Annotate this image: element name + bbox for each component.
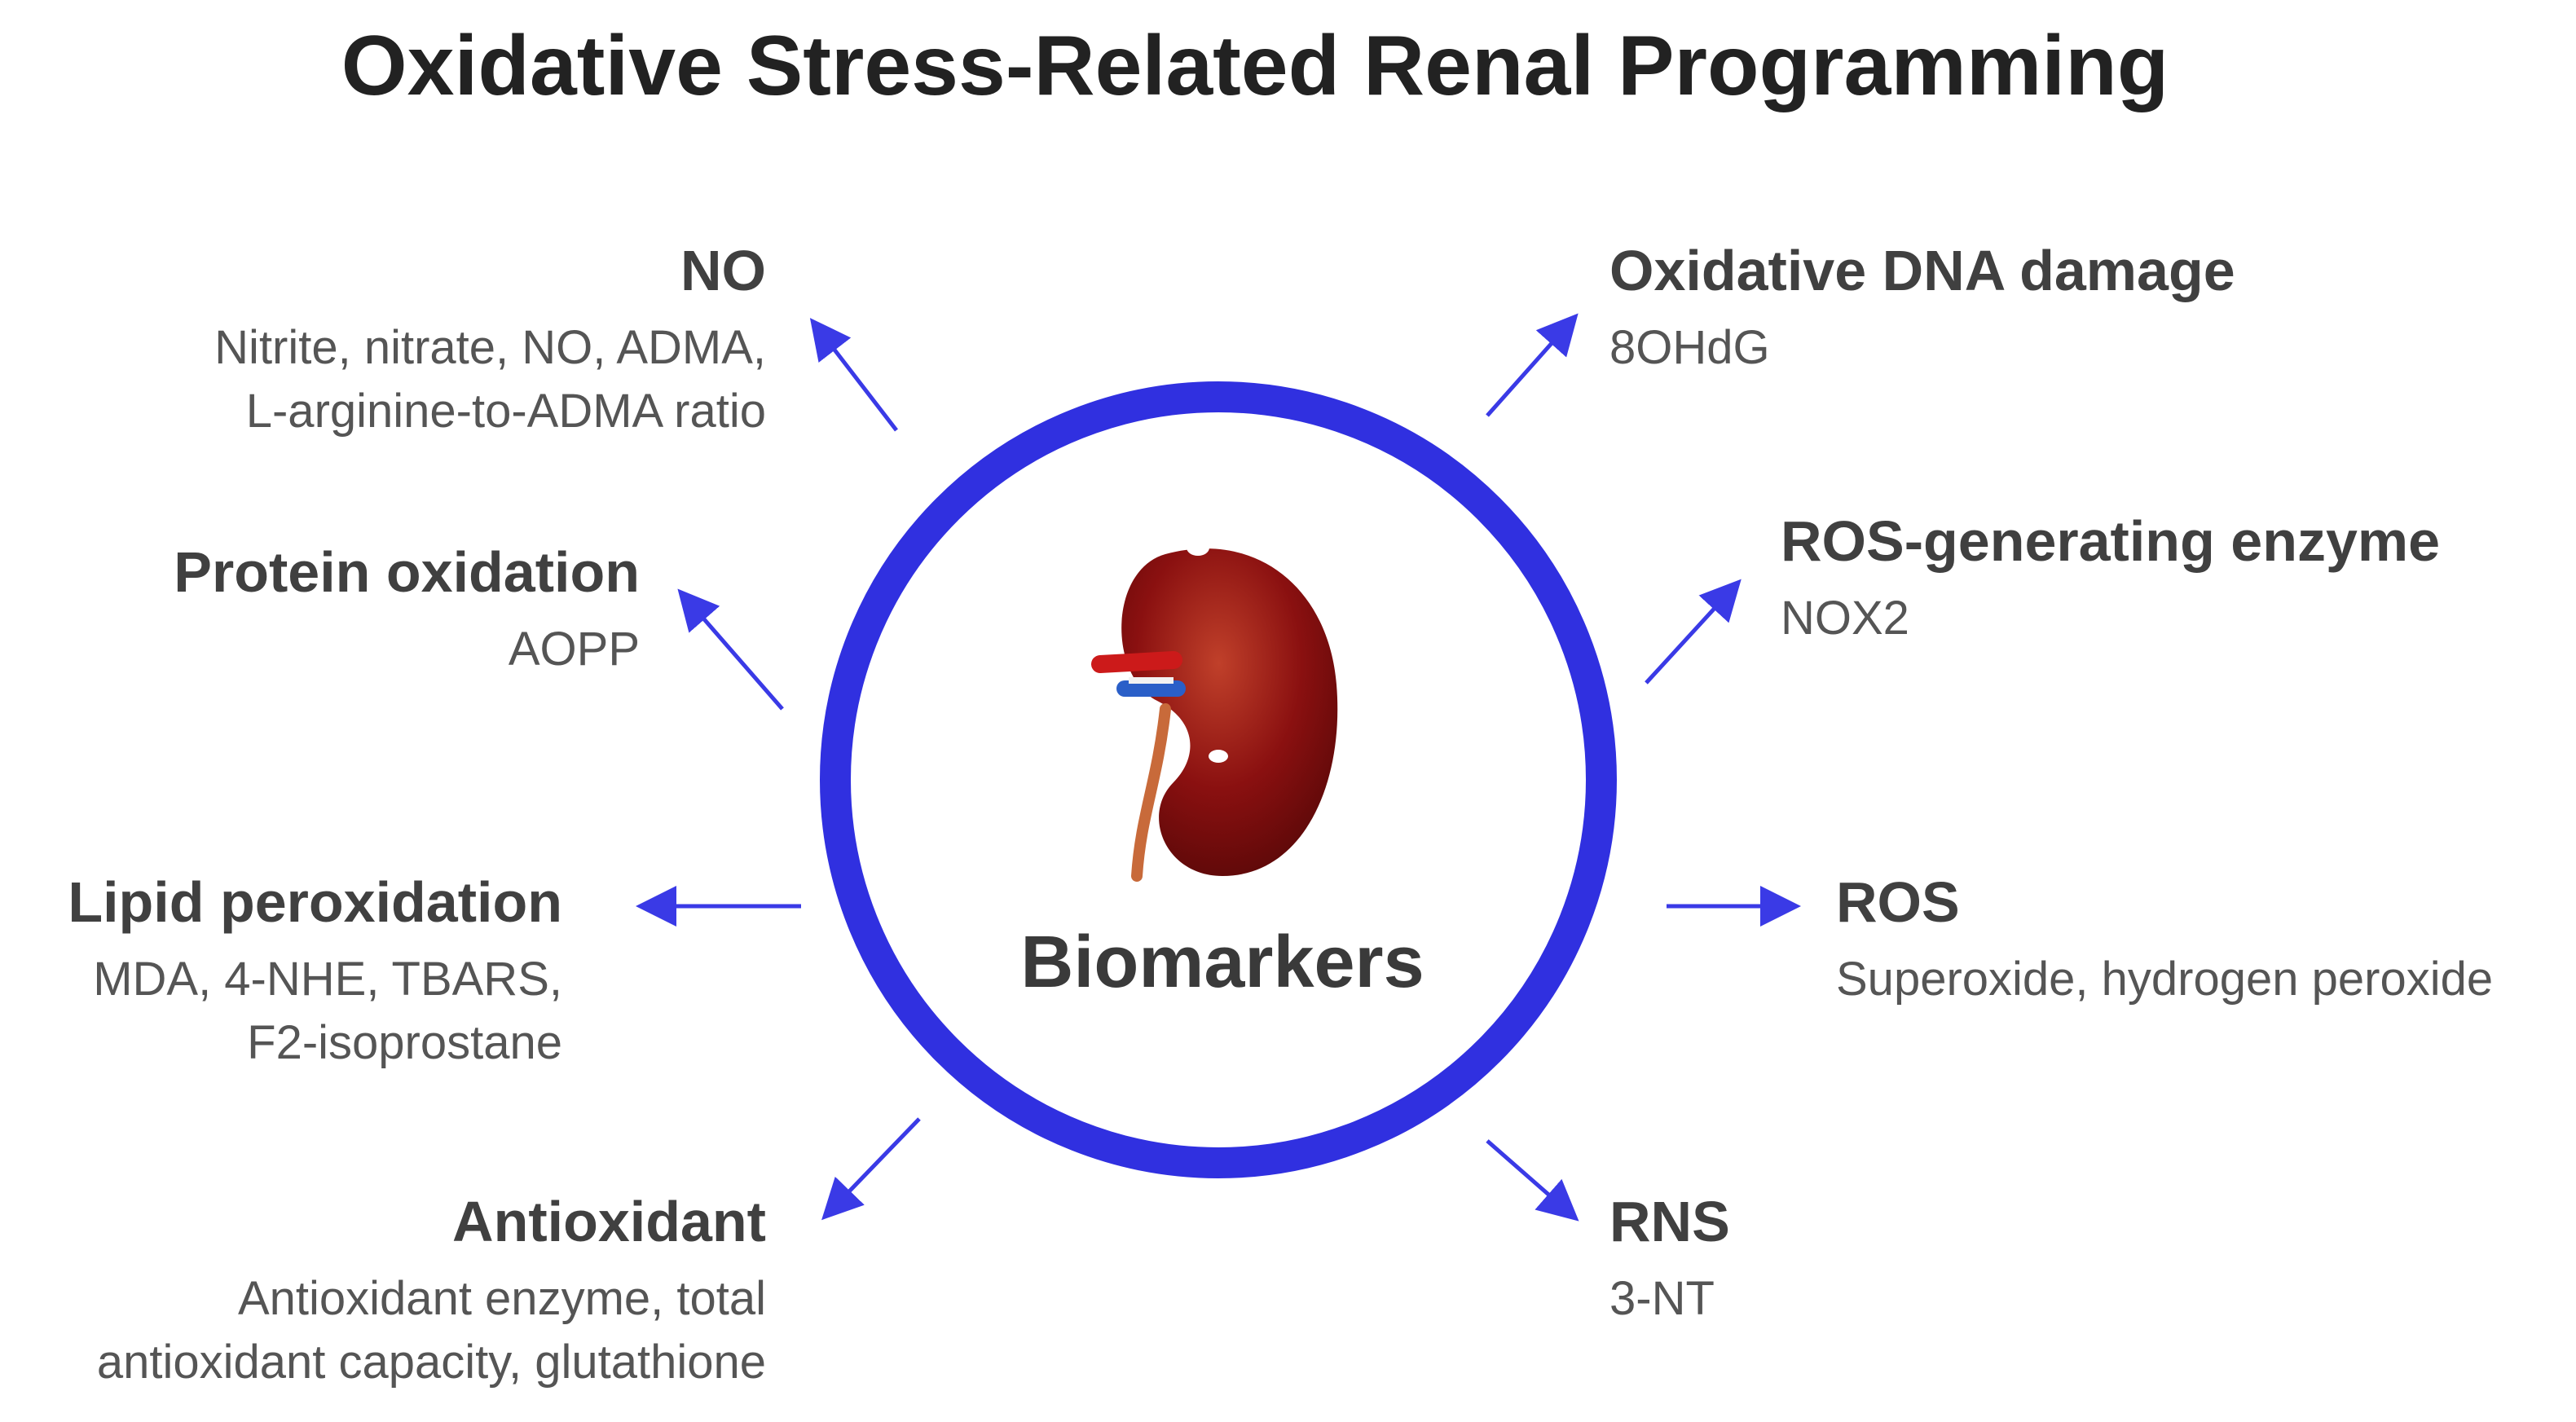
item-desc-antioxidant: Antioxidant enzyme, total antioxidant ca… [0,1267,766,1394]
item-ros: ROS Superoxide, hydrogen peroxide [1836,868,2576,1011]
item-desc-protein-oxidation: AOPP [0,618,640,681]
arrow-antioxidant [821,1117,921,1221]
item-title-ros-generating-enzyme: ROS-generating enzyme [1781,509,2441,573]
desc-line: antioxidant capacity, glutathione [96,1336,766,1389]
item-desc-rns: 3-NT [1609,1267,2408,1331]
item-no: NO Nitrite, nitrate, NO, ADMA, L-arginin… [0,236,766,443]
desc-line: NOX2 [1781,592,1909,645]
item-title-ros: ROS [1836,870,1960,934]
arrow-no [809,318,898,432]
desc-line: AOPP [508,623,640,676]
item-title-lipid-peroxidation: Lipid peroxidation [68,870,562,934]
item-title-antioxidant: Antioxidant [452,1190,766,1253]
item-desc-lipid-peroxidation: MDA, 4-NHE, TBARS, F2-isoprostane [0,948,562,1075]
item-desc-ros-generating-enzyme: NOX2 [1781,587,2576,650]
desc-line: Nitrite, nitrate, NO, ADMA, [214,321,766,374]
arrow-oxidative-dna-damage [1486,313,1579,417]
kidney-icon [1091,539,1338,882]
arrow-ros-generating-enzyme [1645,579,1742,685]
item-title-protein-oxidation: Protein oxidation [174,540,640,604]
desc-line: F2-isoprostane [247,1016,562,1069]
item-rns: RNS 3-NT [1609,1187,2408,1331]
desc-line: Antioxidant enzyme, total [237,1272,766,1325]
item-ros-generating-enzyme: ROS-generating enzyme NOX2 [1781,507,2576,650]
biomarker-ring [820,381,1617,1178]
item-oxidative-dna-damage: Oxidative DNA damage 8OHdG [1609,236,2408,380]
center-label: Biomarkers [1020,922,1425,1003]
item-title-no: NO [680,239,766,302]
item-desc-no: Nitrite, nitrate, NO, ADMA, L-arginine-t… [0,316,766,443]
desc-line: L-arginine-to-ADMA ratio [245,385,766,438]
item-protein-oxidation: Protein oxidation AOPP [0,538,640,681]
desc-line: Superoxide, hydrogen peroxide [1836,953,2494,1006]
page-title: Oxidative Stress-Related Renal Programmi… [341,19,2169,113]
item-desc-ros: Superoxide, hydrogen peroxide [1836,948,2576,1011]
item-title-rns: RNS [1609,1190,1730,1253]
desc-line: 3-NT [1609,1272,1715,1325]
item-lipid-peroxidation: Lipid peroxidation MDA, 4-NHE, TBARS, F2… [0,868,562,1075]
item-title-oxidative-dna-damage: Oxidative DNA damage [1609,239,2235,302]
desc-line: 8OHdG [1609,321,1770,374]
desc-line: MDA, 4-NHE, TBARS, [93,953,562,1006]
item-desc-oxidative-dna-damage: 8OHdG [1609,316,2408,380]
arrow-protein-oxidation [677,588,784,711]
arrow-rns [1486,1139,1579,1222]
item-antioxidant: Antioxidant Antioxidant enzyme, total an… [0,1187,766,1394]
